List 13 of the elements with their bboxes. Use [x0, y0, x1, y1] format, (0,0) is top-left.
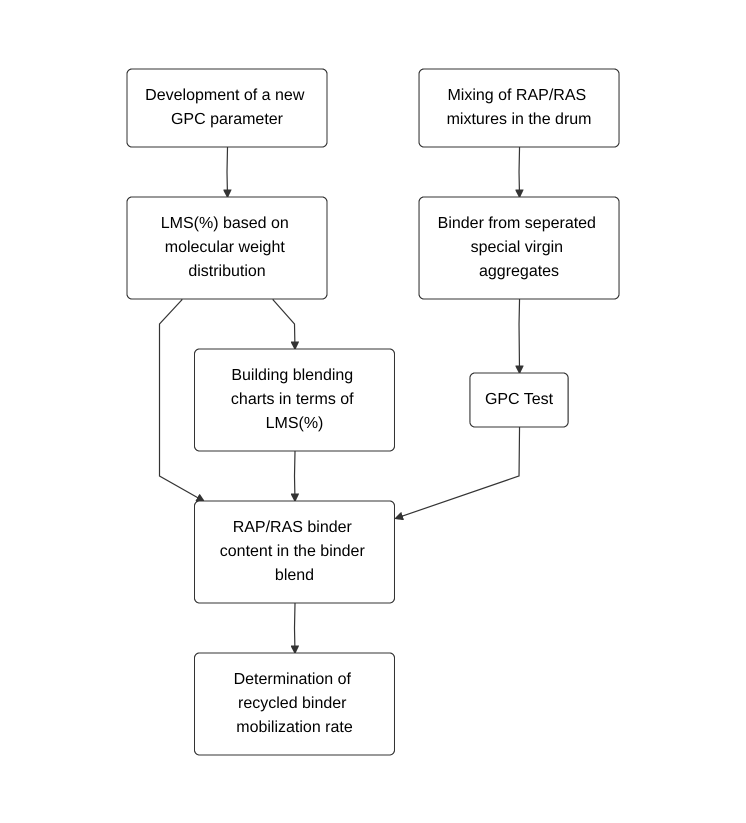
- node-text: Determination of recycled binder mobilization rate: [234, 670, 353, 736]
- arrow: [290, 450, 300, 502]
- arrow: [158, 298, 205, 502]
- arrow: [272, 298, 300, 350]
- arrow: [290, 602, 300, 654]
- arrow: [515, 299, 524, 374]
- node-text: Development of a new GPC parameter: [145, 86, 304, 128]
- node-text: RAP/RAS binder content in the binder blend: [220, 518, 365, 584]
- arrow: [222, 147, 232, 198]
- node-text: Building blending charts in terms of LMS(%): [230, 366, 354, 432]
- arrow: [394, 427, 520, 520]
- node-text: LMS(%) based on molecular weight distribution: [160, 214, 289, 280]
- arrow: [514, 147, 524, 198]
